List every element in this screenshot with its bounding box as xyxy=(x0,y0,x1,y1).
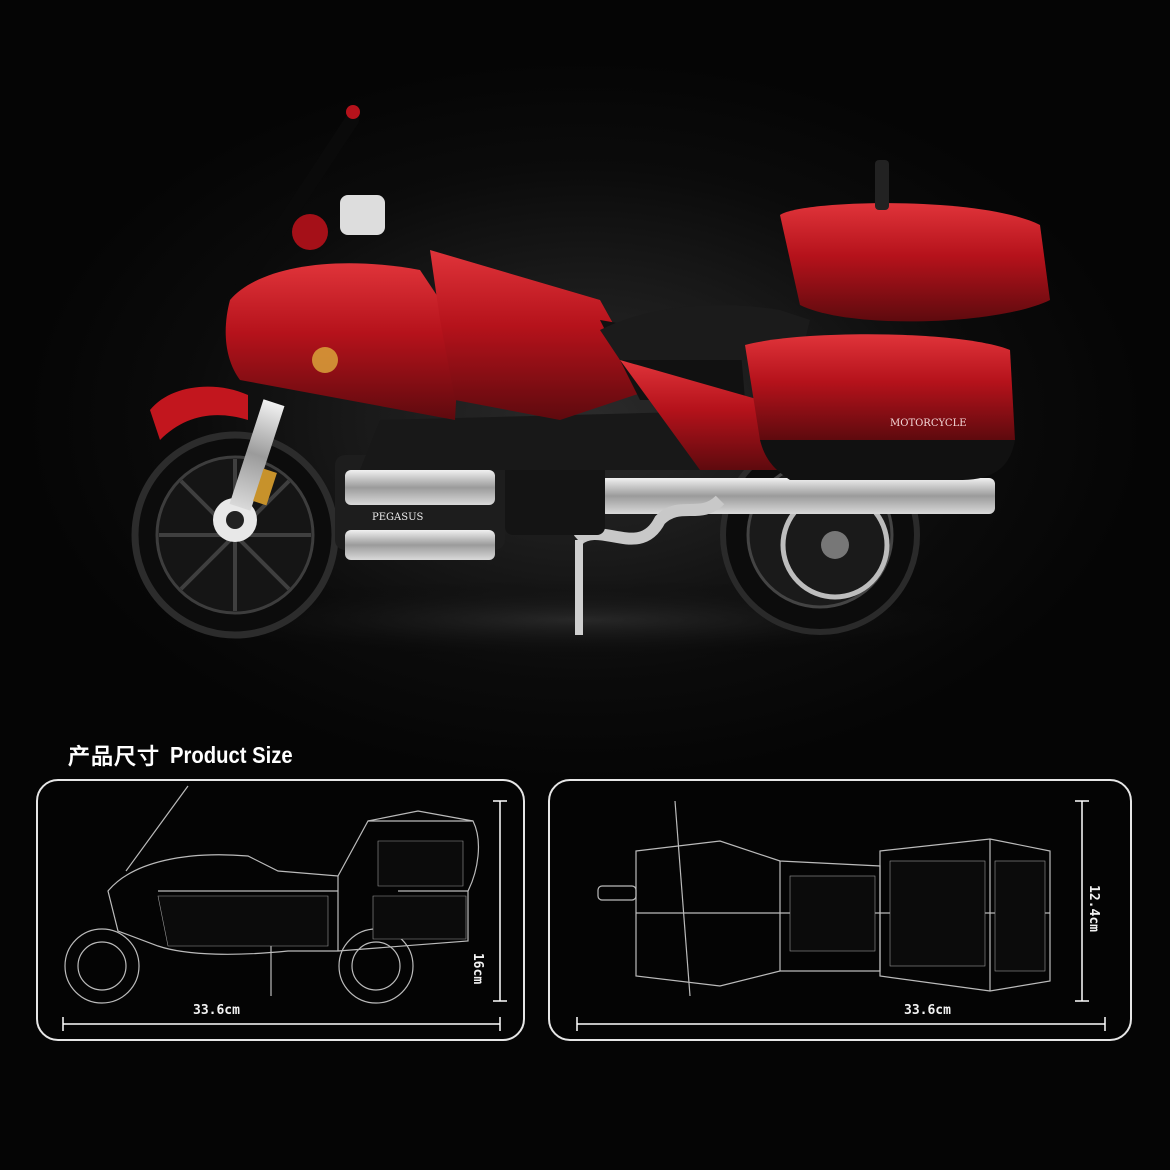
saddle-bag-text: MOTORCYCLE xyxy=(890,418,967,429)
side-view-blueprint xyxy=(62,785,507,1031)
front-fairing xyxy=(225,263,460,420)
kickstand xyxy=(575,540,583,635)
top-view-blueprint xyxy=(576,800,1106,1031)
section-title-cn: 产品尺寸 xyxy=(68,745,161,770)
windscreen xyxy=(233,113,359,297)
motorcycle-photo: PEGASUS MOTORCYCLE xyxy=(100,105,1060,660)
fairing-badge-text: PEGASUS xyxy=(372,512,424,523)
section-title-en: Product Size xyxy=(170,741,293,768)
front-wheel xyxy=(131,431,339,639)
saddle-bag xyxy=(745,334,1015,440)
top-length-label: 33.6cm xyxy=(904,1003,951,1018)
top-width-label: 12.4cm xyxy=(1085,885,1101,932)
side-view-panel: 33.6cm 16cm xyxy=(36,779,525,1041)
top-view-panel: 33.6cm 12.4cm xyxy=(548,779,1132,1041)
top-case xyxy=(780,203,1050,322)
section-title: 产品尺寸 Product Size xyxy=(68,738,309,772)
side-length-label: 33.6cm xyxy=(193,1003,240,1018)
exhaust-pipe xyxy=(600,478,995,514)
side-height-label: 16cm xyxy=(470,952,486,985)
fuel-tank xyxy=(430,250,650,420)
